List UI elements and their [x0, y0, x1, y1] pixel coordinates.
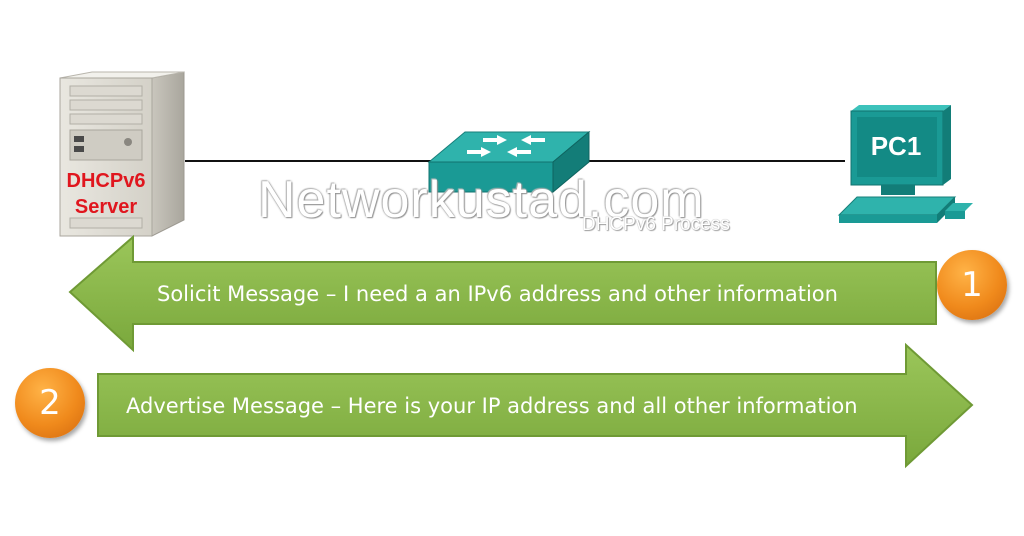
switch-icon [427, 130, 591, 194]
step-2-badge: 2 [15, 368, 85, 438]
solicit-message-text: Solicit Message – I need a an IPv6 addre… [157, 282, 838, 306]
watermark-subtitle: DHCPv6 Process [582, 214, 730, 235]
computer-icon [837, 105, 973, 223]
step-1-badge: 1 [937, 250, 1007, 320]
server-tower-icon [59, 71, 185, 237]
server-label-line2: Server [74, 196, 138, 218]
advertise-message-text: Advertise Message – Here is your IP addr… [126, 394, 858, 418]
watermark-text: Networkustad.com [258, 171, 705, 229]
dhcpv6-server: DHCPv6 Server [56, 70, 188, 238]
network-switch [425, 128, 593, 196]
pc1-label: PC1 [870, 131, 922, 161]
server-label-line1: DHCPv6 [66, 170, 146, 192]
pc1-workstation: PC1 [833, 105, 973, 230]
